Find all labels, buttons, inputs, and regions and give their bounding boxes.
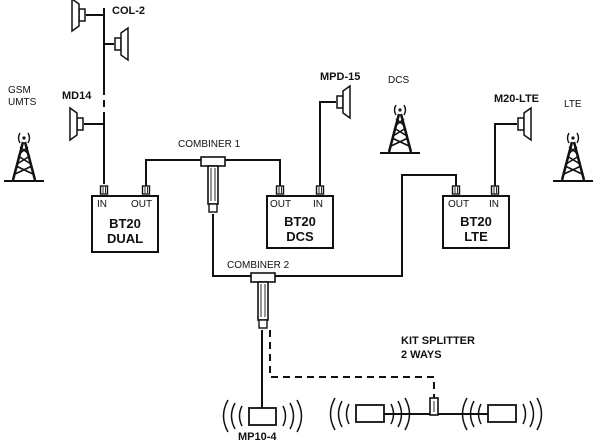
dcs-out-connector: [275, 185, 285, 195]
mp104-label: MP10-4: [238, 431, 277, 442]
dcs-out-label: OUT: [270, 199, 291, 210]
dual-in-connector: [99, 185, 109, 195]
mpd15-label: MPD-15: [320, 71, 360, 83]
dcs-title-2: DCS: [286, 229, 314, 244]
dual-out-label: OUT: [131, 199, 152, 210]
lte-in-label: IN: [489, 199, 499, 210]
combiner-2-label: COMBINER 2: [227, 260, 290, 271]
col2-label: COL-2: [112, 5, 145, 17]
booster-bt20-dcs: OUT IN BT20 DCS: [266, 195, 334, 249]
dcs-in-connector: [315, 185, 325, 195]
combiner-2-icon: [250, 272, 276, 329]
lte-title-1: BT20: [460, 214, 492, 229]
splitter-antenna-right-icon: [461, 397, 543, 431]
splitter-label-1: KIT SPLITTER: [401, 335, 475, 347]
dcs-in-label: IN: [313, 199, 323, 210]
antenna-col2-top-icon: [71, 0, 86, 32]
m20lte-label: M20-LTE: [494, 93, 539, 105]
tower-lte-icon: [551, 131, 595, 183]
lte-out-connector: [451, 185, 461, 195]
tower-dcs-icon: [378, 103, 422, 155]
antenna-md14-icon: [69, 107, 84, 141]
lte-title-2: LTE: [464, 229, 488, 244]
combiner-1-icon: [200, 156, 226, 213]
dual-title-2: DUAL: [107, 231, 143, 246]
splitter-antenna-left-icon: [329, 397, 411, 431]
dual-in-label: IN: [97, 199, 107, 210]
antenna-mp104-icon: [222, 399, 303, 433]
antenna-mpd15-icon: [336, 85, 351, 119]
dcs-title-1: BT20: [284, 214, 316, 229]
tower-gsm-icon: [2, 131, 46, 183]
gsm-label: GSM: [8, 85, 31, 96]
booster-bt20-dual: IN OUT BT20 DUAL: [91, 195, 159, 253]
lte-in-connector: [490, 185, 500, 195]
umts-label: UMTS: [8, 97, 37, 108]
dual-out-connector: [141, 185, 151, 195]
splitter-label-2: 2 WAYS: [401, 349, 442, 361]
dcs-tower-label: DCS: [388, 75, 409, 86]
md14-label: MD14: [62, 90, 92, 102]
lte-out-label: OUT: [448, 199, 469, 210]
antenna-col2-bottom-icon: [114, 27, 129, 61]
booster-bt20-lte: OUT IN BT20 LTE: [442, 195, 510, 249]
dual-title-1: BT20: [109, 216, 141, 231]
lte-tower-label: LTE: [564, 99, 582, 110]
combiner-1-label: COMBINER 1: [178, 139, 241, 150]
dashed-links: [103, 88, 435, 398]
antenna-m20lte-icon: [517, 107, 532, 141]
